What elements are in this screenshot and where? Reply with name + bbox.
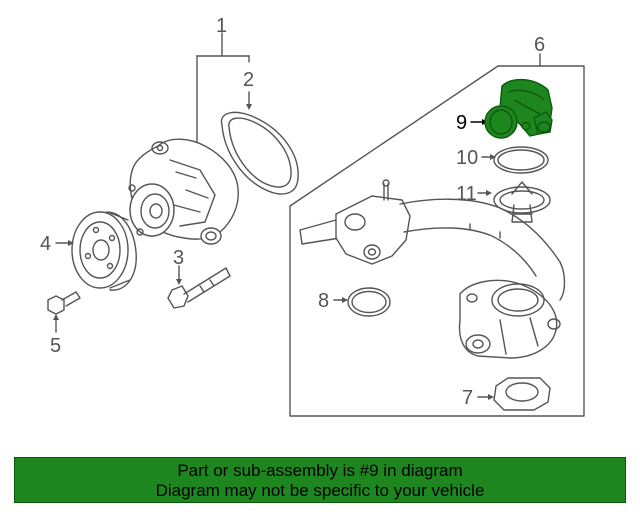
water-pump-pulley: [71, 211, 137, 291]
parts-diagram: 1 2 3 4 5 6 7 8 9 10 11: [40, 15, 585, 417]
callout-1-leader: [196, 32, 250, 144]
callout-3-label: 3: [173, 247, 184, 269]
callout-8-label: 8: [318, 290, 329, 312]
housing-gasket: [493, 377, 551, 411]
water-pump: [128, 138, 239, 245]
water-pump-gasket: [220, 111, 299, 195]
highlighted-part-9[interactable]: [484, 79, 553, 139]
thermostat: [493, 181, 551, 223]
callout-2-label: 2: [243, 69, 254, 91]
callout-5-label: 5: [50, 335, 61, 357]
callout-10-label: 10: [456, 147, 478, 169]
callout-6-label: 6: [534, 34, 545, 56]
sub-assembly-box: [289, 65, 585, 417]
callout-9-label: 9: [456, 112, 467, 134]
banner-line-1: Part or sub-assembly is #9 in diagram: [177, 461, 463, 480]
callout-11-label: 11: [456, 183, 477, 205]
banner-line-2: Diagram may not be specific to your vehi…: [155, 481, 485, 500]
callout-1-label: 1: [216, 15, 227, 37]
housing-o-ring: [347, 287, 391, 317]
callout-7-label: 7: [462, 387, 473, 409]
thermostat-gasket: [493, 146, 549, 174]
info-banner: Part or sub-assembly is #9 in diagram Di…: [14, 457, 626, 503]
callout-4-label: 4: [40, 233, 51, 255]
small-bolt: [47, 291, 81, 315]
water-pump-bolt: [167, 267, 231, 309]
coolant-pipe-housing: [299, 179, 566, 359]
